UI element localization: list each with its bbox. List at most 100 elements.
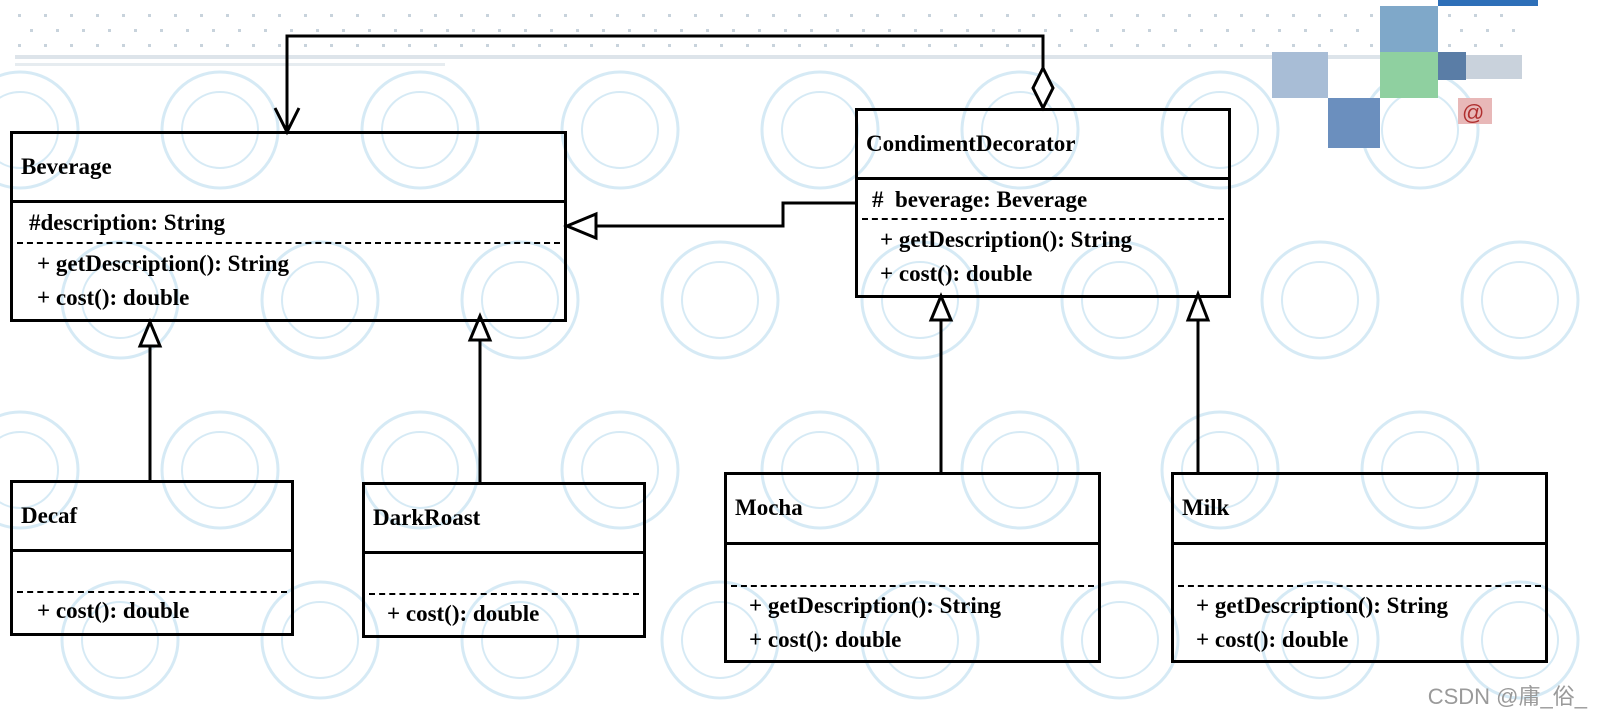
header-dot <box>980 14 983 17</box>
header-dot <box>642 44 645 47</box>
class-name: Milk <box>1182 495 1230 520</box>
header-dot <box>186 29 189 32</box>
mocha-inheritance-arrow <box>928 292 954 322</box>
header-dot <box>96 14 99 17</box>
seal-ring <box>0 410 80 530</box>
header-dot <box>1500 14 1503 17</box>
seal-inner-ring <box>1481 261 1559 339</box>
header-dot <box>1344 14 1347 17</box>
class-name: CondimentDecorator <box>866 131 1076 156</box>
seal-inner-ring <box>581 91 659 169</box>
header-dot <box>810 29 813 32</box>
header-dot <box>772 14 775 17</box>
header-dot <box>1044 29 1047 32</box>
seal-ring <box>960 70 1080 190</box>
header-dot <box>460 14 463 17</box>
header-dot <box>1084 14 1087 17</box>
seal-inner-ring <box>881 261 959 339</box>
header-dot <box>616 14 619 17</box>
header-dot <box>590 44 593 47</box>
header-dot <box>1486 29 1489 32</box>
header-dot <box>940 29 943 32</box>
header-dot <box>1018 29 1021 32</box>
header-dot <box>1292 14 1295 17</box>
header-dot <box>1032 44 1035 47</box>
header-dot <box>954 44 957 47</box>
method: + getDescription(): String <box>37 251 290 276</box>
seal-inner-ring <box>381 431 459 509</box>
field: #description: String <box>29 210 226 235</box>
header-dot <box>732 29 735 32</box>
seal-inner-ring <box>981 91 1059 169</box>
header-dot <box>1448 14 1451 17</box>
class-name: DarkRoast <box>373 505 481 530</box>
header-dot <box>758 29 761 32</box>
header-dot <box>1200 29 1203 32</box>
header-dot <box>992 29 995 32</box>
seal-inner-ring <box>481 261 559 339</box>
header-dot <box>928 44 931 47</box>
header-dot <box>342 29 345 32</box>
header-dot <box>538 44 541 47</box>
header-dot <box>966 29 969 32</box>
seal-inner-ring <box>781 91 859 169</box>
method: + getDescription(): String <box>1196 593 1449 618</box>
header-dot <box>148 14 151 17</box>
seal-ring <box>860 240 980 360</box>
seal-ring <box>360 70 480 190</box>
header-dot <box>44 44 47 47</box>
seal-inner-ring <box>1081 601 1159 679</box>
seal-inner-ring <box>981 431 1059 509</box>
seal-ring <box>560 70 680 190</box>
header-dot <box>772 44 775 47</box>
seal-ring <box>1060 240 1180 360</box>
seal-inner-ring <box>1081 261 1159 339</box>
header-dot <box>1110 14 1113 17</box>
header-dot <box>876 44 879 47</box>
header-dot <box>720 44 723 47</box>
header-dot <box>1240 14 1243 17</box>
header-dot <box>746 14 749 17</box>
header-dot <box>44 14 47 17</box>
class-decaf: Decaf + cost(): double <box>10 480 294 636</box>
header-dot <box>486 14 489 17</box>
header-dot <box>824 44 827 47</box>
header-dot <box>784 29 787 32</box>
class-darkroast: DarkRoast + cost(): double <box>362 482 646 638</box>
seal-ring <box>460 580 580 700</box>
header-dot <box>56 29 59 32</box>
dotted-header-strip <box>18 14 1515 47</box>
seal-ring <box>860 580 980 700</box>
header-dot <box>434 44 437 47</box>
milk-inheritance-arrow <box>1185 289 1211 322</box>
decaf-inheritance-arrow <box>137 318 163 348</box>
header-dot <box>1084 44 1087 47</box>
seal-inner-ring <box>1281 601 1359 679</box>
header-dot <box>252 14 255 17</box>
header-dot <box>1032 14 1035 17</box>
class-name: Decaf <box>21 503 78 528</box>
corner-decoration: @ <box>1272 0 1538 148</box>
name-separator <box>858 177 1228 180</box>
name-separator <box>13 200 564 203</box>
header-dot <box>1136 44 1139 47</box>
header-dot <box>238 29 241 32</box>
header-dot <box>1448 44 1451 47</box>
header-dot <box>524 29 527 32</box>
header-dot <box>96 44 99 47</box>
header-dot <box>1318 44 1321 47</box>
header-dot <box>408 44 411 47</box>
seal-inner-ring <box>381 91 459 169</box>
header-dot <box>1226 29 1229 32</box>
header-dot <box>30 29 33 32</box>
seal-ring <box>1060 580 1180 700</box>
darkroast-inheritance-arrow <box>467 312 493 342</box>
seal-inner-ring <box>281 261 359 339</box>
class-milk: Milk + getDescription(): String + cost()… <box>1171 472 1548 663</box>
seal-inner-ring <box>781 431 859 509</box>
header-dot <box>408 14 411 17</box>
header-dot <box>720 14 723 17</box>
header-dot <box>420 29 423 32</box>
header-dot <box>694 44 697 47</box>
header-dot <box>798 44 801 47</box>
